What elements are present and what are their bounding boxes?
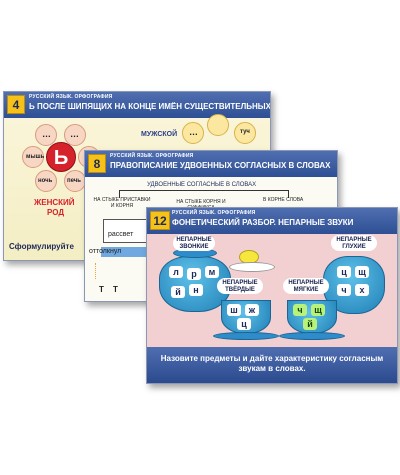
letter-tile: м bbox=[205, 266, 219, 278]
label-soft: НЕПАРНЫЕ МЯГКИЕ bbox=[283, 278, 329, 294]
letter-t: Т bbox=[99, 285, 104, 294]
label-female-gender: РОД bbox=[47, 208, 65, 217]
word-rassvet: рассвет bbox=[108, 231, 134, 238]
letter-tile: ц bbox=[337, 266, 351, 278]
letter-tile: х bbox=[355, 284, 369, 296]
card-subject: РУССКИЙ ЯЗЫК. ОРФОГРАФИЯ bbox=[110, 153, 194, 159]
label-voiceless: НЕПАРНЫЕ ГЛУХИЕ bbox=[331, 235, 377, 251]
plate-icon bbox=[229, 262, 275, 272]
scheme-bracket bbox=[119, 190, 289, 198]
word-mouse: мышь bbox=[26, 154, 45, 160]
flower-petal bbox=[64, 124, 86, 146]
word-stove: печь bbox=[67, 178, 81, 184]
card-subject: РУССКИЙ ЯЗЫК. ОРФОГРАФИЯ bbox=[29, 94, 113, 100]
letter-tile: ч bbox=[337, 284, 351, 296]
flower-petal bbox=[182, 122, 204, 144]
letter-tile: й bbox=[303, 318, 317, 330]
branch-in-root: В КОРНЕ СЛОВА bbox=[263, 197, 304, 203]
letter-tile: ш bbox=[227, 304, 241, 316]
flower-petal bbox=[207, 114, 229, 136]
poster-card-12: 12 РУССКИЙ ЯЗЫК. ОРФОГРАФИЯ ФОНЕТИЧЕСКИЙ… bbox=[146, 207, 398, 384]
card-title: ПРАВОПИСАНИЕ УДВОЕННЫХ СОГЛАСНЫХ В СЛОВА… bbox=[110, 161, 331, 170]
card-number: 8 bbox=[88, 154, 106, 173]
dots-text: … bbox=[70, 129, 79, 139]
label-voiced: НЕПАРНЫЕ ЗВОНКИЕ bbox=[173, 235, 215, 251]
label-hard: НЕПАРНЫЕ ТВЁРДЫЕ bbox=[217, 278, 263, 294]
card-subject: РУССКИЙ ЯЗЫК. ОРФОГРАФИЯ bbox=[172, 210, 256, 216]
card-header: 12 РУССКИЙ ЯЗЫК. ОРФОГРАФИЯ ФОНЕТИЧЕСКИЙ… bbox=[147, 208, 397, 234]
letter-tile: ч bbox=[293, 304, 307, 316]
label-male: МУЖСКОЙ bbox=[141, 131, 178, 138]
card-header: 4 РУССКИЙ ЯЗЫК. ОРФОГРАФИЯ Ь ПОСЛЕ ШИПЯЩ… bbox=[4, 92, 270, 118]
saucer-icon bbox=[213, 332, 279, 340]
letter-t: Т bbox=[113, 285, 118, 294]
card-number: 4 bbox=[7, 95, 25, 114]
letter-tile: й bbox=[171, 286, 185, 298]
task-footer: Назовите предметы и дайте характеристику… bbox=[147, 347, 397, 383]
word-strip bbox=[101, 247, 151, 257]
flower-center-letter: Ь bbox=[46, 142, 76, 172]
word-card-rassvet: рассвет bbox=[103, 219, 147, 243]
letter-tile: н bbox=[189, 284, 203, 296]
letter-tile: щ bbox=[311, 304, 325, 316]
label-female: ЖЕНСКИЙ bbox=[34, 198, 75, 207]
word-tuch: туч bbox=[240, 129, 250, 135]
letter-tile: ж bbox=[245, 304, 259, 316]
flower-petal bbox=[35, 170, 57, 192]
card-header: 8 РУССКИЙ ЯЗЫК. ОРФОГРАФИЯ ПРАВОПИСАНИЕ … bbox=[85, 151, 337, 177]
dots-text: … bbox=[189, 127, 198, 137]
branch-prefix-root: НА СТЫКЕ ПРИСТАВКИ И КОРНЯ bbox=[93, 197, 151, 209]
letter-tile: ц bbox=[237, 318, 251, 330]
flower-petal bbox=[22, 146, 44, 168]
saucer-icon bbox=[279, 332, 345, 340]
card-title: ФОНЕТИЧЕСКИЙ РАЗБОР. НЕПАРНЫЕ ЗВУКИ bbox=[172, 218, 354, 227]
word-ottolknul: оттолкнул bbox=[89, 248, 122, 255]
card-title: Ь ПОСЛЕ ШИПЯЩИХ НА КОНЦЕ ИМЁН СУЩЕСТВИТЕ… bbox=[29, 102, 271, 111]
word-night: ночь bbox=[38, 178, 53, 184]
dots-text: … bbox=[42, 129, 51, 139]
card-number: 12 bbox=[150, 211, 170, 230]
flower-petal bbox=[35, 124, 57, 146]
flower-petal bbox=[234, 122, 256, 144]
letter-tile: щ bbox=[355, 266, 369, 278]
letter-tile: л bbox=[169, 266, 183, 278]
scheme-heading: УДВОЕННЫЕ СОГЛАСНЫЕ В СЛОВАХ bbox=[147, 182, 257, 188]
bottom-instruction: Сформулируйте bbox=[9, 242, 74, 251]
letter-tile: р bbox=[187, 268, 201, 280]
